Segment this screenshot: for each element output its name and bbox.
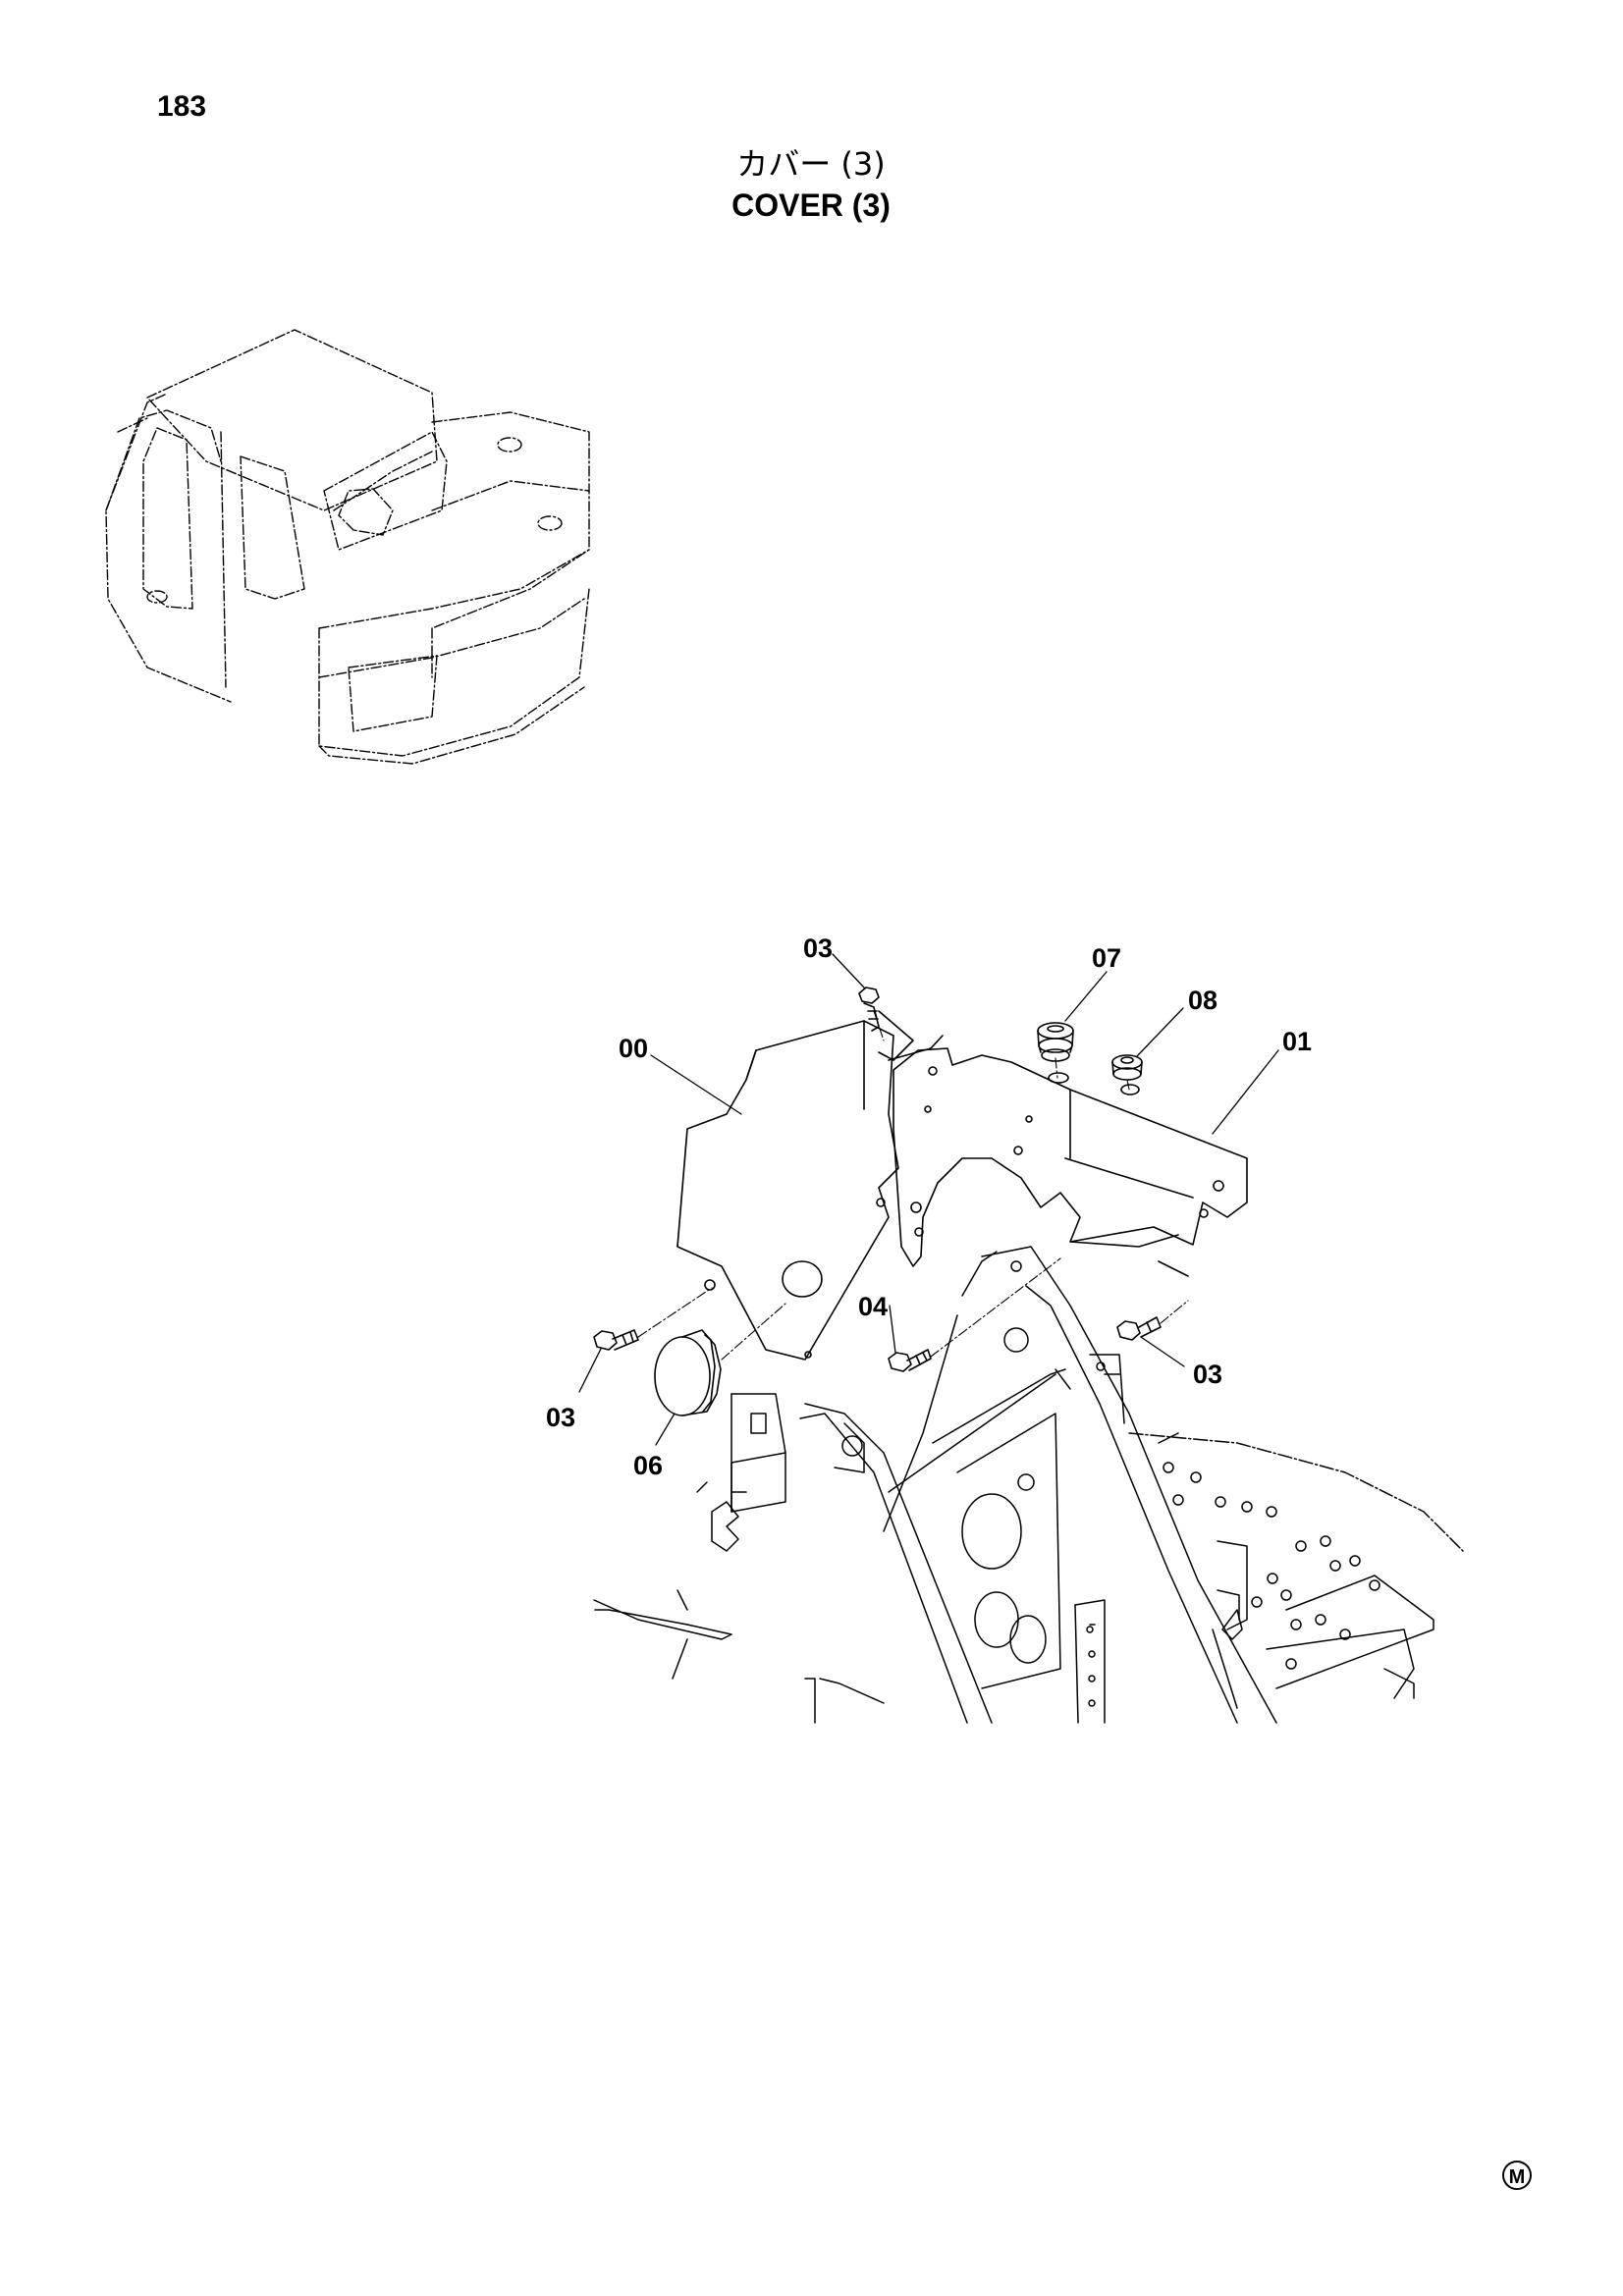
page-number: 183 <box>157 90 207 123</box>
title-japanese: カバー (3) <box>736 145 886 183</box>
machine-location-thumbnail <box>105 329 590 765</box>
callout-labels: 00 01 03 03 03 04 06 07 08 <box>546 934 1312 1480</box>
cap-06 <box>654 1329 722 1416</box>
callout-07: 07 <box>1092 943 1121 973</box>
callout-01: 01 <box>1282 1027 1312 1056</box>
cover-bracket-01 <box>893 1047 1248 1277</box>
bolt-03-upper <box>858 987 880 1032</box>
grommet-08 <box>1111 1054 1143 1081</box>
cover-panel-00 <box>676 1010 944 1361</box>
leader-lines <box>578 953 1279 1446</box>
maker-mark-icon: M <box>1502 2161 1532 2190</box>
assembly-centerlines <box>637 1010 1189 1361</box>
callout-03-upper: 03 <box>803 934 833 963</box>
bolt-03-left <box>593 1329 639 1351</box>
bolt-03-right <box>1116 1316 1162 1341</box>
callout-00: 00 <box>619 1034 648 1063</box>
title-english: COVER (3) <box>731 187 891 223</box>
title-block: カバー (3) COVER (3) <box>615 143 1007 226</box>
callout-06: 06 <box>633 1451 663 1480</box>
cover-assembly-drawing <box>578 953 1464 1724</box>
callout-03-right: 03 <box>1193 1360 1222 1389</box>
upper-frame <box>593 1246 1464 1724</box>
grommet-07 <box>1037 1022 1074 1062</box>
callout-03-left: 03 <box>546 1403 575 1432</box>
bolt-04 <box>888 1349 932 1372</box>
callout-08: 08 <box>1188 986 1217 1015</box>
callout-04: 04 <box>858 1292 888 1321</box>
